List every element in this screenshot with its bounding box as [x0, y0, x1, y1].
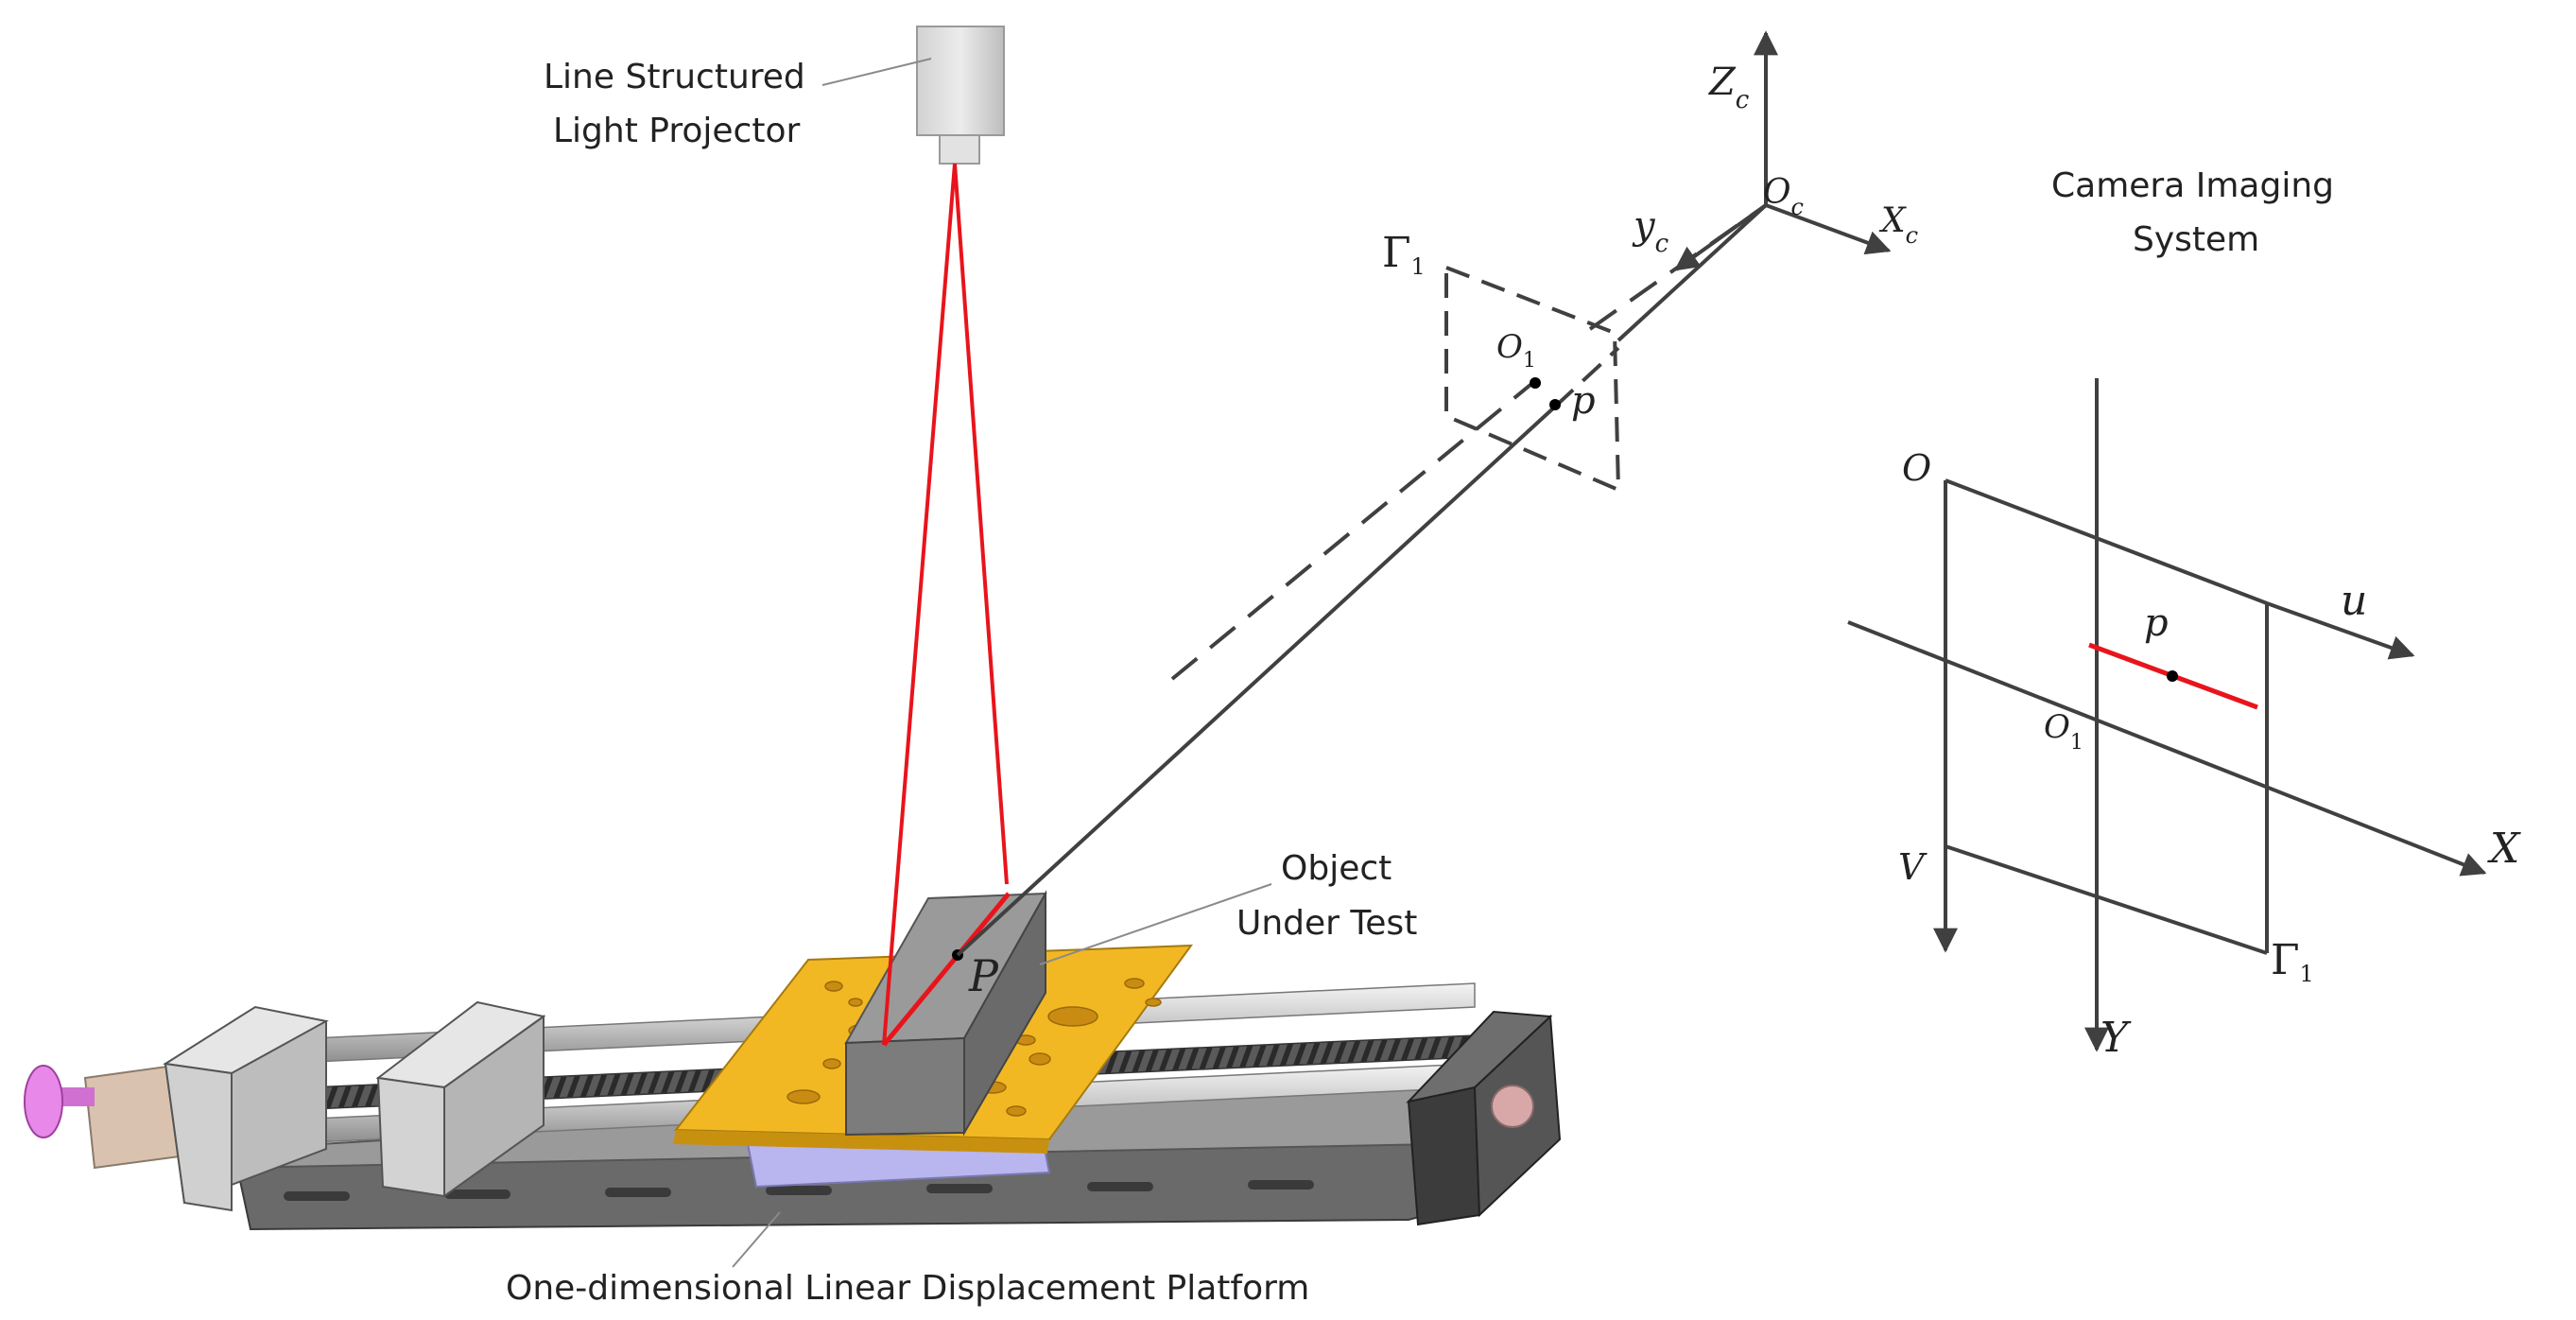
coupling-icon: [1491, 1085, 1534, 1128]
object-label-line1: Object: [1281, 849, 1392, 888]
label-Gamma1-image: Γ1: [2271, 936, 2314, 987]
support-block-side: [443, 1015, 545, 1198]
label-V: V: [1898, 846, 1928, 888]
carriage-plate-edge: [673, 1130, 1049, 1154]
object-block-side: [963, 890, 1046, 1137]
point-O1-marker: [1530, 377, 1541, 389]
projector: [821, 26, 1005, 165]
object-label-line2: Under Test: [1236, 904, 1417, 943]
motor-shaft-cap: [57, 1087, 95, 1106]
support-block-front: [376, 1076, 445, 1198]
label-Gamma1: Γ1: [1382, 229, 1426, 280]
right-end-block-top: [1406, 1010, 1553, 1103]
plane-bottom-edge: [1945, 844, 2268, 955]
image-plane-diagram: [1847, 378, 2487, 1052]
axis-Xc: [1765, 203, 1892, 255]
camera-label-line1: Camera Imaging: [2051, 166, 2334, 205]
projector-label-line1: Line Structured: [544, 58, 805, 96]
linear-displacement-platform: [24, 890, 1562, 1231]
ray-p-to-Oc: [1553, 346, 1620, 408]
platform-leader-line: [732, 1211, 781, 1268]
object-block-front: [845, 1036, 965, 1137]
label-Y: Y: [2101, 1014, 2132, 1062]
ray-upper-to-Oc: [1616, 203, 1768, 342]
camera-label-line2: System: [2133, 220, 2259, 259]
point-p-marker: [1549, 399, 1561, 410]
label-P-big: P: [968, 950, 999, 1001]
axis-Yc: [1673, 203, 1768, 271]
label-p-small: p: [1571, 379, 1596, 423]
projector-label-line2: Light Projector: [553, 112, 800, 150]
label-O1: O1: [1496, 328, 1536, 373]
projector-body: [916, 26, 1005, 136]
axis-u: [2266, 601, 2415, 660]
plane-top-edge: [1945, 478, 2268, 605]
motor-knob-icon: [24, 1065, 63, 1138]
optical-axis-dashed: [1170, 378, 1538, 681]
laser-beams: [882, 163, 1011, 1047]
label-X: X: [2487, 825, 2521, 873]
axis-X: [1847, 620, 2487, 877]
camera-coordinate-axes: [1673, 30, 1892, 271]
projector-lens: [939, 134, 980, 165]
label-u: u: [2341, 577, 2367, 625]
image-plane-gamma1: [1444, 266, 1621, 494]
laser-stripe: [882, 892, 1011, 1047]
ray-P-to-p: [956, 405, 1557, 957]
label-Zc: Zc: [1707, 61, 1750, 114]
right-end-block-front: [1407, 1086, 1481, 1226]
label-O-origin: O: [1902, 447, 1931, 489]
platform-label: One-dimensional Linear Displacement Plat…: [506, 1269, 1309, 1308]
label-Xc: Xc: [1878, 201, 1918, 249]
object-leader-line: [1039, 883, 1272, 965]
camera-rays: [956, 203, 1768, 957]
label-p-image: p: [2144, 601, 2169, 645]
left-end-block-front: [164, 1062, 233, 1212]
label-O1-image: O1: [2044, 708, 2083, 755]
label-Oc: Oc: [1763, 173, 1804, 220]
label-Yc: yc: [1632, 204, 1669, 258]
point-p-image-marker: [2167, 670, 2178, 682]
projector-leader-line: [821, 58, 932, 86]
